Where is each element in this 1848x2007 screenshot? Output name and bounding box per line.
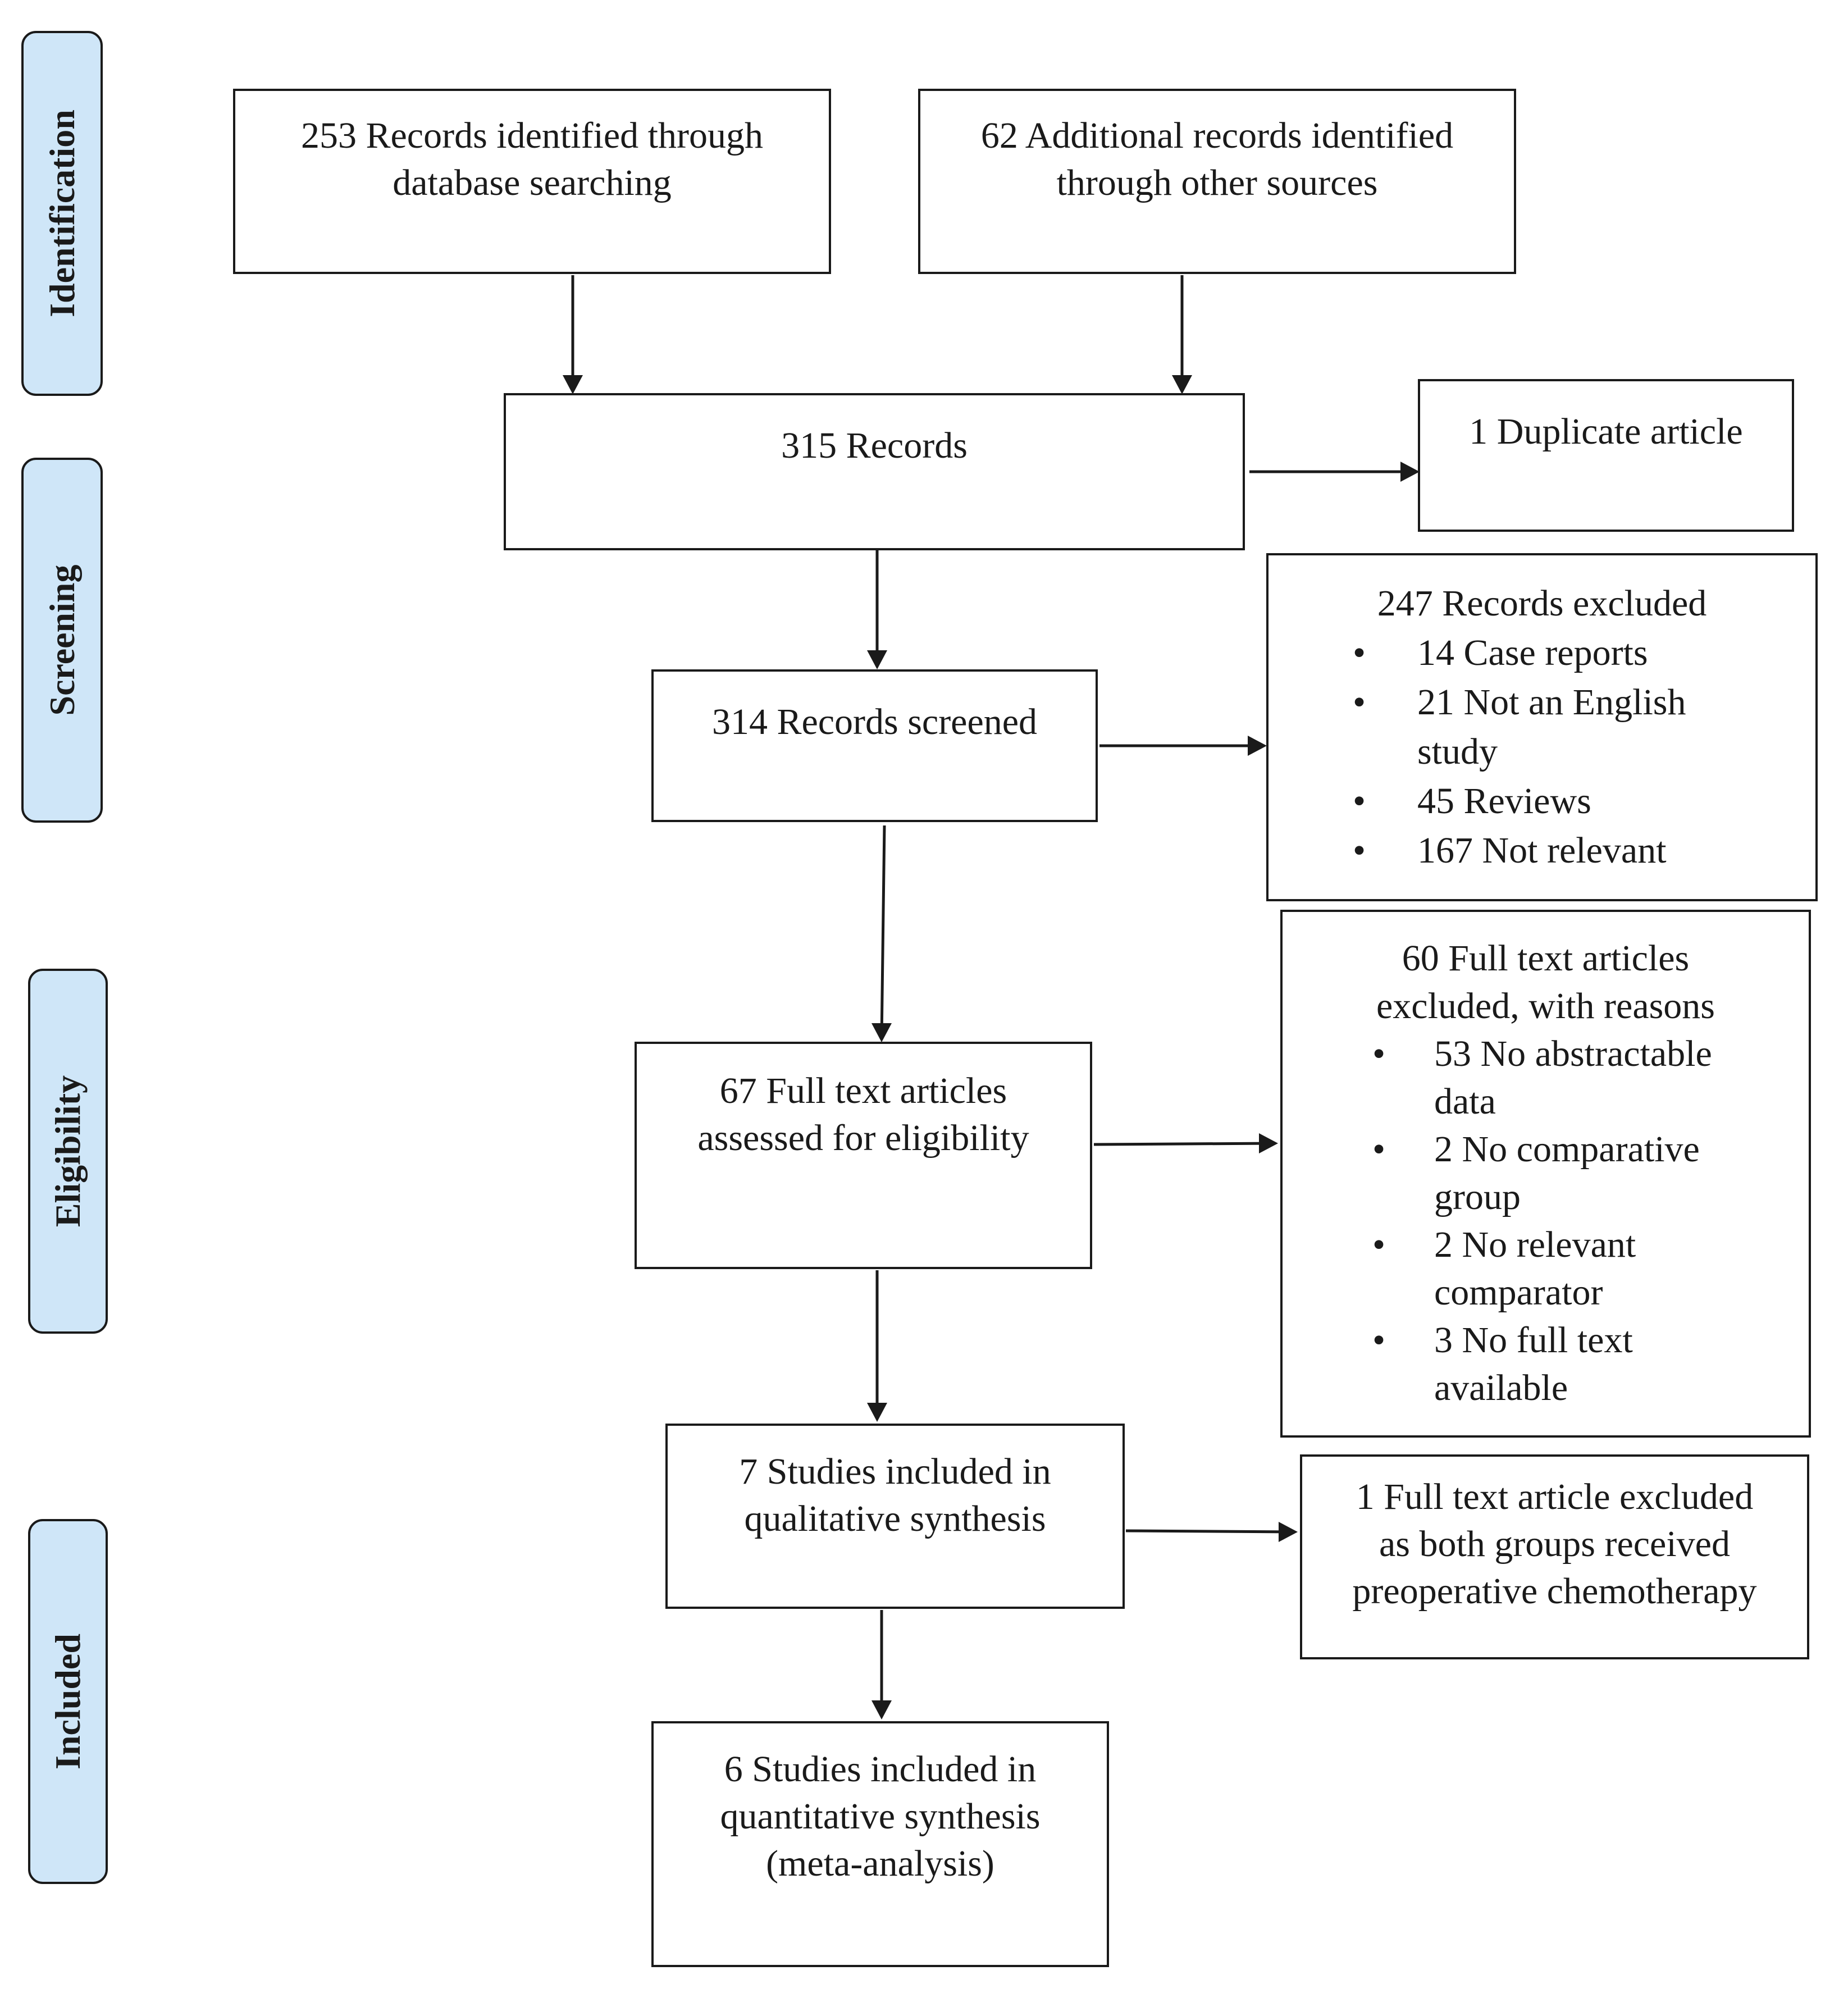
fulltext-excluded-title-1: 60 Full text articles [1402,938,1690,979]
records-excluded-item-2a: 21 Not an English [1417,682,1686,723]
phase-screening: Screening [21,458,103,823]
records-other-line-1: 62 Additional records identified [980,115,1454,156]
fulltext-excluded-item-3a: 2 No relevant [1434,1224,1636,1265]
fulltext-excluded-item-4a: 3 No full text [1434,1320,1633,1361]
quantitative-line-3: (meta-analysis) [766,1843,994,1884]
excluded-chemo-line-3: preoperative chemotherapy [1352,1571,1757,1612]
records-screened-line-1: 314 Records screened [711,701,1038,742]
bullet-icon: • [1353,682,1366,723]
list-item: • 167 Not relevant [1268,826,1815,875]
phase-eligibility: Eligibility [28,969,108,1334]
box-records-database: 253 Records identified through database … [233,89,831,274]
bullet-icon: • [1353,830,1366,871]
qualitative-line-1: 7 Studies included in [739,1451,1051,1492]
records-database-line-1: 253 Records identified through [300,115,763,156]
records-database-line-2: database searching [393,162,672,203]
box-records-other: 62 Additional records identified through… [918,89,1516,274]
arrowhead-duplicate [1400,462,1420,482]
fulltext-excluded-title-2: excluded, with reasons [1376,986,1715,1027]
bullet-icon: • [1372,1224,1386,1265]
records-other-line-2: through other sources [1056,162,1378,203]
box-records-total: 315 Records [504,393,1245,550]
box-records-excluded: 247 Records excluded • 14 Case reports •… [1266,553,1818,901]
fulltext-excluded-list: • 53 No abstractable data • 2 No compara… [1283,1030,1809,1412]
quantitative-line-2: quantitative synthesis [720,1796,1041,1837]
excluded-chemo-line-1: 1 Full text article excluded [1356,1476,1754,1517]
box-qualitative: 7 Studies included in qualitative synthe… [665,1424,1125,1609]
bullet-icon: • [1372,1033,1386,1074]
list-item: • 45 Reviews [1268,777,1815,826]
arrowhead-fulltext-excluded [1259,1133,1278,1153]
records-excluded-item-4: 167 Not relevant [1417,830,1667,871]
arrowhead-database [563,375,583,394]
list-item: • 3 No full text available [1283,1316,1809,1412]
duplicate-line-1: 1 Duplicate article [1469,411,1743,452]
bullet-icon: • [1372,1320,1386,1361]
fulltext-excluded-item-1a: 53 No abstractable [1434,1033,1712,1074]
arrow-fulltext-to-excluded [1093,1142,1275,1146]
bullet-icon: • [1353,781,1366,822]
bullet-icon: • [1353,632,1366,673]
records-excluded-item-1: 14 Case reports [1417,632,1648,673]
bullet-icon: • [1372,1129,1386,1170]
arrowhead-qualitative [867,1403,887,1422]
fulltext-excluded-item-4b: available [1434,1367,1568,1408]
list-item: • 53 No abstractable data [1283,1030,1809,1125]
fulltext-excluded-item-2b: group [1434,1176,1521,1217]
arrowhead-fulltext [871,1023,892,1042]
fulltext-excluded-item-3b: comparator [1434,1272,1603,1313]
box-records-screened: 314 Records screened [651,669,1098,822]
arrow-qualitative-to-excluded [1125,1529,1295,1534]
arrowhead-other [1172,375,1192,394]
box-fulltext-assessed: 67 Full text articles assessed for eligi… [635,1042,1092,1269]
records-excluded-list: • 14 Case reports • 21 Not an English st… [1268,628,1815,875]
fulltext-assessed-line-1: 67 Full text articles [719,1070,1007,1111]
list-item: • 14 Case reports [1268,628,1815,678]
box-quantitative: 6 Studies included in quantitative synth… [651,1721,1109,1967]
qualitative-line-2: qualitative synthesis [744,1498,1046,1539]
arrowhead-screened [867,650,887,669]
box-excluded-chemo: 1 Full text article excluded as both gro… [1300,1454,1809,1659]
fulltext-excluded-item-2a: 2 No comparative [1434,1129,1700,1170]
fulltext-excluded-item-1b: data [1434,1081,1496,1122]
list-item: • 21 Not an English study [1268,678,1815,777]
phase-included: Included [28,1519,108,1884]
box-duplicate: 1 Duplicate article [1418,379,1794,532]
arrowhead-excluded [1248,736,1267,756]
quantitative-line-1: 6 Studies included in [724,1749,1037,1790]
records-total-line-1: 315 Records [781,425,968,466]
fulltext-assessed-line-2: assessed for eligibility [697,1117,1029,1158]
arrowhead-quantitative [871,1700,892,1719]
phase-identification: Identification [21,31,103,396]
excluded-chemo-line-2: as both groups received [1379,1524,1730,1564]
box-fulltext-excluded: 60 Full text articles excluded, with rea… [1280,910,1811,1438]
records-excluded-item-3: 45 Reviews [1417,781,1591,822]
list-item: • 2 No comparative group [1283,1125,1809,1221]
records-excluded-title: 247 Records excluded [1377,583,1707,624]
arrow-screened-to-fulltext [880,825,886,1039]
arrowhead-chemo [1279,1522,1298,1542]
records-excluded-item-2b: study [1417,731,1498,772]
list-item: • 2 No relevant comparator [1283,1221,1809,1316]
